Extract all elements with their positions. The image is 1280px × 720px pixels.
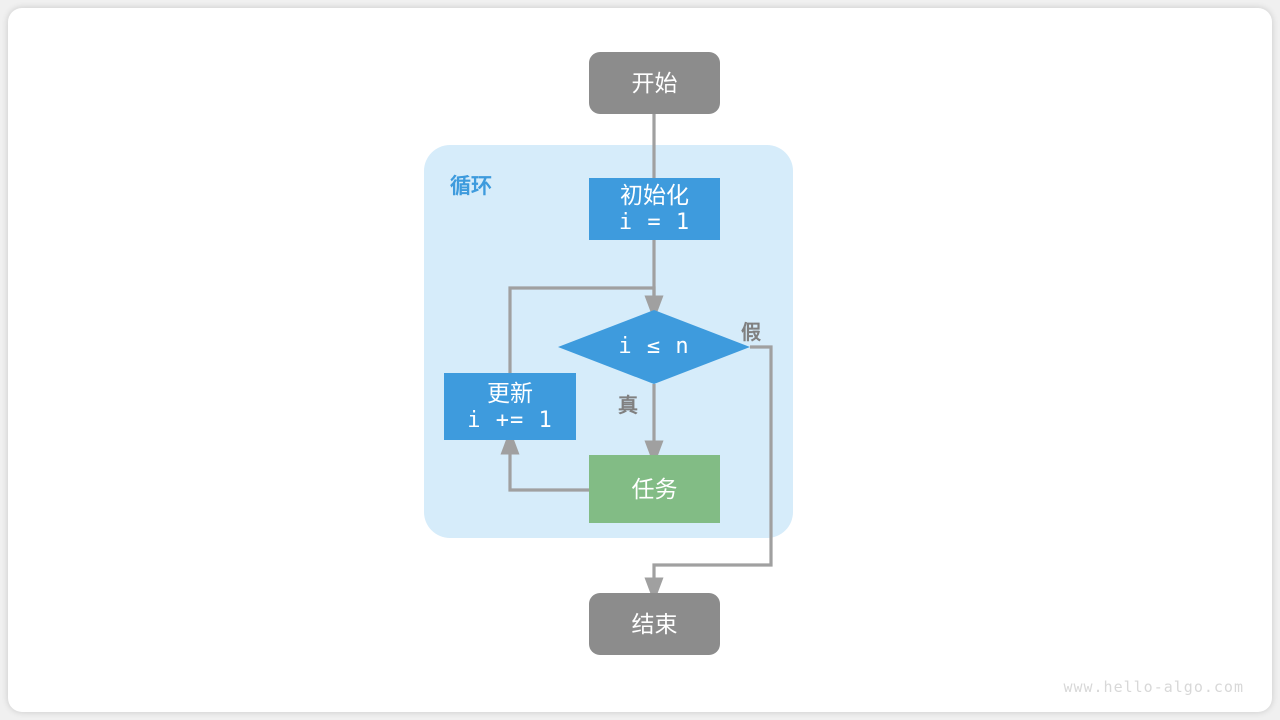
node-end[interactable] — [589, 593, 720, 655]
node-start[interactable] — [589, 52, 720, 114]
node-decision[interactable] — [558, 310, 750, 384]
watermark: www.hello-algo.com — [1063, 678, 1244, 696]
edge-decision-false-to-end — [644, 345, 773, 603]
node-update[interactable] — [444, 373, 576, 440]
edge-label-true: 真 — [618, 395, 638, 417]
edge-update-to-decision — [508, 286, 656, 373]
node-task[interactable] — [589, 455, 720, 523]
node-init[interactable] — [589, 178, 720, 240]
loop-container-label: 循环 — [450, 175, 492, 198]
edge-label-false: 假 — [741, 322, 761, 344]
edge-task-to-update — [500, 429, 589, 492]
